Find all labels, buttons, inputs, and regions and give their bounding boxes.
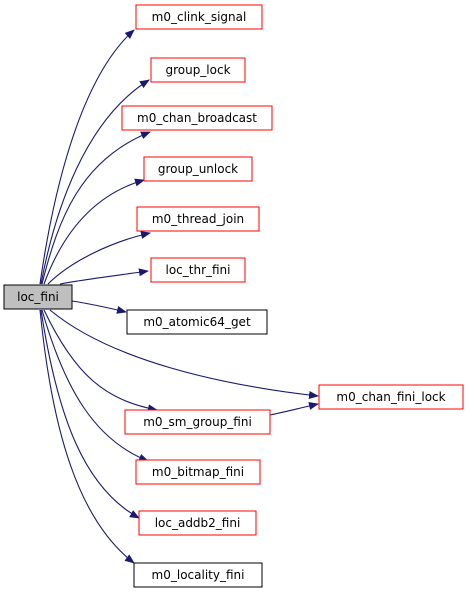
node-box bbox=[133, 562, 263, 588]
node-label: loc_addb2_fini bbox=[155, 516, 241, 530]
edge-loc-fini-to-group-unlock bbox=[43, 178, 145, 285]
node-label: m0_sm_group_fini bbox=[143, 415, 252, 429]
node-label: loc_fini bbox=[17, 290, 59, 304]
edge-loc-fini-to-m0-thread-join bbox=[47, 231, 151, 285]
node-label: m0_locality_fini bbox=[152, 568, 245, 582]
edge-loc-fini-to-m0-atomic64-get bbox=[71, 300, 127, 314]
edge-loc-fini-to-m0-chan-broadcast bbox=[41, 131, 151, 285]
node-loc-addb2-fini[interactable]: loc_addb2_fini bbox=[138, 510, 257, 536]
edge-m0-sm-group-fini-to-m0-chan-fini-lock bbox=[269, 402, 319, 416]
node-m0-locality-fini: m0_locality_fini bbox=[133, 562, 263, 588]
edge-loc-fini-to-m0-clink-signal bbox=[39, 29, 135, 285]
edges-layer bbox=[39, 29, 319, 564]
node-box bbox=[126, 309, 268, 335]
node-box bbox=[135, 4, 263, 30]
node-label: m0_atomic64_get bbox=[143, 315, 251, 329]
node-m0-chan-broadcast[interactable]: m0_chan_broadcast bbox=[121, 105, 273, 131]
node-label: group_unlock bbox=[158, 162, 238, 176]
node-box bbox=[121, 105, 273, 131]
node-m0-sm-group-fini[interactable]: m0_sm_group_fini bbox=[124, 409, 271, 435]
node-box bbox=[150, 257, 246, 283]
node-box bbox=[136, 206, 260, 232]
node-box bbox=[135, 459, 261, 485]
edge-loc-fini-to-loc-thr-fini bbox=[59, 268, 149, 285]
node-label: m0_chan_fini_lock bbox=[336, 390, 445, 404]
node-box bbox=[124, 409, 271, 435]
node-m0-atomic64-get: m0_atomic64_get bbox=[126, 309, 268, 335]
edge-loc-fini-to-m0-locality-fini bbox=[39, 309, 135, 564]
node-group-unlock[interactable]: group_unlock bbox=[143, 156, 253, 182]
node-loc-thr-fini[interactable]: loc_thr_fini bbox=[150, 257, 246, 283]
node-box bbox=[150, 57, 246, 83]
node-m0-chan-fini-lock[interactable]: m0_chan_fini_lock bbox=[318, 384, 464, 410]
node-label: m0_chan_broadcast bbox=[137, 111, 257, 125]
node-label: group_lock bbox=[165, 63, 230, 77]
node-label: loc_thr_fini bbox=[165, 263, 230, 277]
edge-loc-fini-to-loc-addb2-fini bbox=[40, 309, 140, 519]
node-box bbox=[3, 284, 73, 310]
edge-loc-fini-to-group-lock bbox=[40, 79, 150, 285]
node-m0-thread-join[interactable]: m0_thread_join bbox=[136, 206, 260, 232]
edge-loc-fini-to-m0-sm-group-fini bbox=[43, 309, 158, 413]
node-loc-fini: loc_fini bbox=[3, 284, 73, 310]
node-m0-bitmap-fini[interactable]: m0_bitmap_fini bbox=[135, 459, 261, 485]
node-box bbox=[138, 510, 257, 536]
edge-loc-fini-to-m0-chan-fini-lock bbox=[49, 309, 319, 399]
node-group-lock[interactable]: group_lock bbox=[150, 57, 246, 83]
node-label: m0_clink_signal bbox=[152, 10, 247, 24]
node-label: m0_thread_join bbox=[152, 212, 244, 226]
node-label: m0_bitmap_fini bbox=[152, 465, 244, 479]
nodes-layer: loc_fini m0_clink_signal group_lock m0_chan… bbox=[3, 4, 464, 588]
node-box bbox=[318, 384, 464, 410]
node-m0-clink-signal[interactable]: m0_clink_signal bbox=[135, 4, 263, 30]
edge-loc-fini-to-m0-bitmap-fini bbox=[41, 309, 149, 462]
node-box bbox=[143, 156, 253, 182]
